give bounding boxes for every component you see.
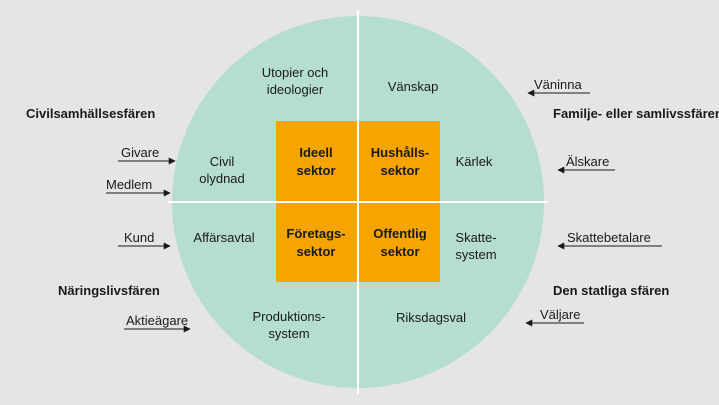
sector-ideell-label: Ideell sektor xyxy=(296,144,335,180)
sector-ideell-box xyxy=(276,121,357,201)
label-vanskap: Vänskap xyxy=(387,79,439,94)
label-skatte-line2: system xyxy=(455,247,497,262)
sector-offentlig-label: Offentlig sektor xyxy=(373,225,426,261)
sector-offentlig-line2: sektor xyxy=(380,244,420,259)
label-produktion-line2: system xyxy=(268,326,310,341)
sector-offentlig-line1: Offentlig xyxy=(373,226,427,241)
label-produktion: Produktions- system xyxy=(253,308,326,342)
label-skatte: Skatte- system xyxy=(455,229,496,263)
label-riksdagsval: Riksdagsval xyxy=(395,310,467,325)
role-medlem: Medlem xyxy=(106,177,153,192)
sector-hushall-line2: sektor xyxy=(380,163,420,178)
sector-hushall-box xyxy=(359,121,440,201)
sector-foretag-line1: Företags- xyxy=(286,226,346,241)
label-affarsavtal: Affärsavtal xyxy=(193,230,255,245)
sector-hushall-label: Hushålls- sektor xyxy=(371,144,430,180)
role-alskare: Älskare xyxy=(566,154,610,169)
label-civil-olydnad-line1: Civil xyxy=(209,154,235,169)
sphere-family-label: Familje- eller samlivssfären xyxy=(553,106,719,121)
sector-foretag-box xyxy=(276,203,357,282)
label-civil-olydnad: Civil olydnad xyxy=(199,153,245,187)
role-givare: Givare xyxy=(121,145,160,160)
label-utopier: Utopier och ideologier xyxy=(262,64,328,98)
role-kund: Kund xyxy=(124,230,155,245)
sphere-civil-label: Civilsamhällsesfären xyxy=(26,106,156,121)
label-produktion-line1: Produktions- xyxy=(252,309,326,324)
sphere-state-label: Den statliga sfären xyxy=(553,283,670,298)
sector-offentlig-box xyxy=(359,203,440,282)
role-vaninna: Väninna xyxy=(534,77,582,92)
label-utopier-line1: Utopier och xyxy=(261,65,329,80)
label-utopier-line2: ideologier xyxy=(266,82,324,97)
sector-foretag-line2: sektor xyxy=(296,244,336,259)
role-aktieagare: Aktieägare xyxy=(126,313,189,328)
label-karlek: Kärlek xyxy=(455,154,493,169)
sector-foretag-label: Företags- sektor xyxy=(286,225,345,261)
label-skatte-line1: Skatte- xyxy=(455,230,497,245)
role-skattebetalare: Skattebetalare xyxy=(567,230,651,245)
sector-ideell-line2: sektor xyxy=(296,163,336,178)
role-valjare: Väljare xyxy=(540,307,581,322)
sector-ideell-line1: Ideell xyxy=(299,145,333,160)
sector-hushall-line1: Hushålls- xyxy=(370,145,430,160)
sphere-business-label: Näringslivsfären xyxy=(58,283,160,298)
label-civil-olydnad-line2: olydnad xyxy=(199,171,245,186)
